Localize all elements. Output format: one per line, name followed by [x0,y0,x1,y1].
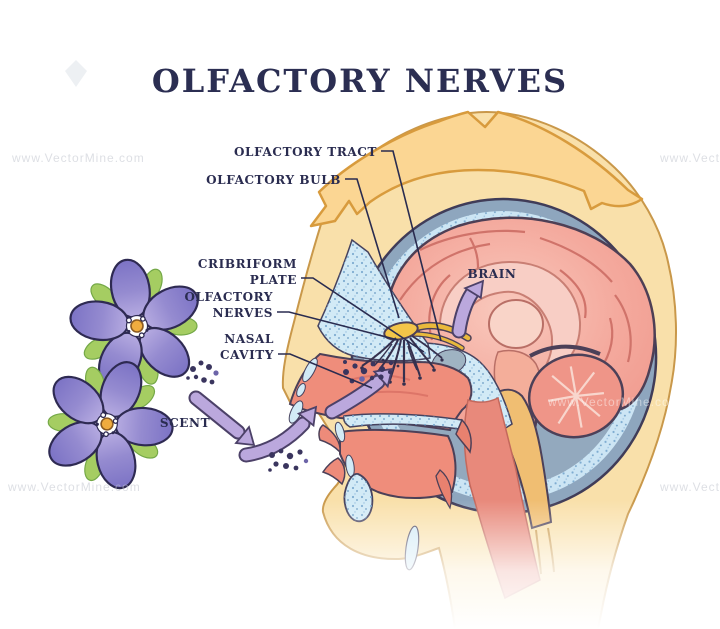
watermark-logo [65,60,87,87]
scent-particles-near-flowers [186,360,219,385]
scent-arrow [188,390,256,447]
bottom-fade [0,500,720,629]
label-scent: SCENT [160,416,210,430]
to-brain-arrow [451,279,485,339]
watermark-text: www.VectorMine.com [7,480,141,494]
watermarks: www.VectorMine.com www.VectorMine.com ww… [7,60,720,494]
label-brain: BRAIN [467,267,516,281]
label-olfactory-tract: OLFACTORY TRACT [234,145,377,159]
cerebellum [527,353,625,439]
scent-particles-under-nose [268,448,309,472]
watermark-text: www.VectorMine.com [659,480,720,494]
watermark-text: www.VectorMine.com [11,151,145,165]
olfactory-bulb [383,321,419,341]
upper-teeth [334,421,346,443]
watermark-text: www.VectorMine.com [547,395,681,409]
lips [318,424,346,486]
watermark-text: www.VectorMine.com [659,151,720,165]
leader-lines [277,150,442,389]
label-olfactory-nerves-2: NERVES [213,306,273,320]
thalamus [488,299,544,349]
hair [309,110,644,228]
annotation-labels: OLFACTORY TRACT OLFACTORY BULB CRIBRIFOR… [160,145,516,430]
soft-palate-uvula [455,418,472,454]
nostril-arrow [238,405,318,463]
page-title: OLFACTORY NERVES [151,62,569,100]
label-cribriform-2: PLATE [250,273,297,287]
label-olfactory-bulb: OLFACTORY BULB [206,173,341,187]
tentorium-line [529,344,601,358]
scent-particles-in-cavity [343,360,394,384]
label-nasal-1: NASAL [224,332,274,346]
label-cribriform-1: CRIBRIFORM [198,257,297,271]
label-nasal-2: CAVITY [220,348,274,362]
label-olfactory-nerves-1: OLFACTORY [184,290,273,304]
